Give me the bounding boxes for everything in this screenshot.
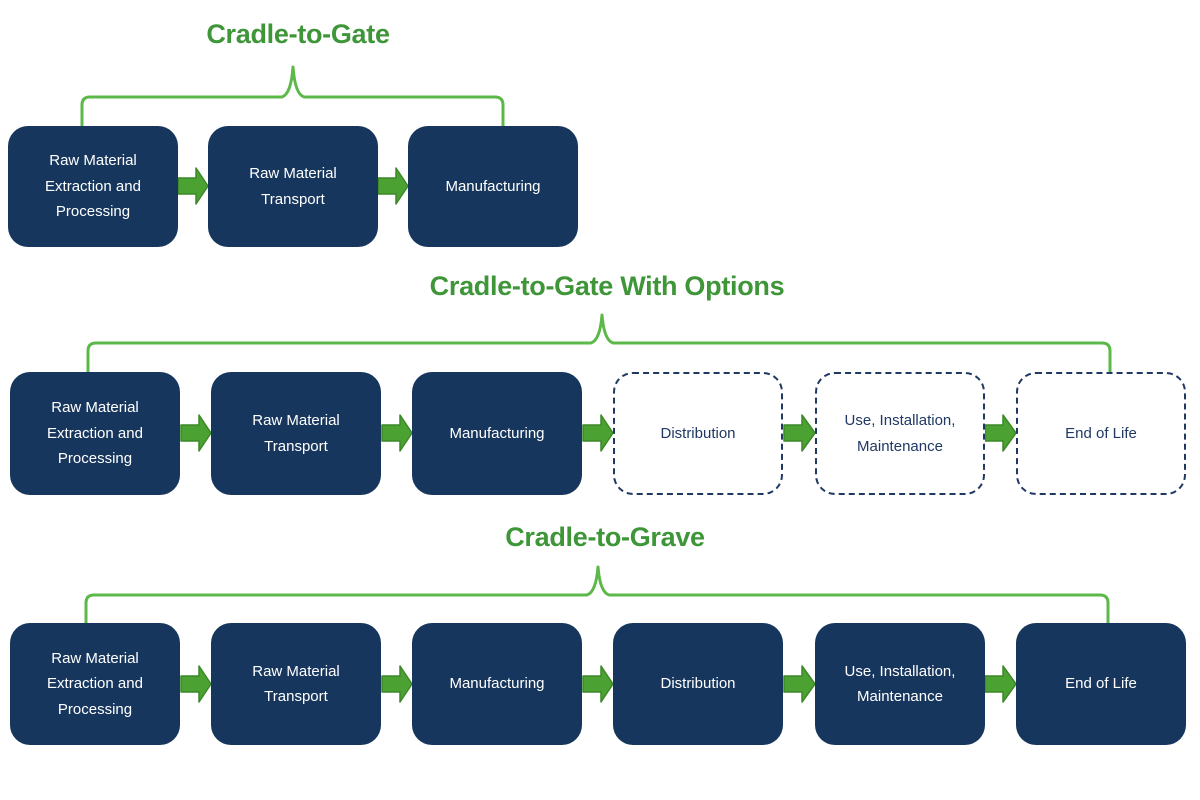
flow-arrow xyxy=(582,665,614,703)
flow-arrow xyxy=(783,414,816,452)
flow-arrow xyxy=(984,665,1017,703)
stage-box-manufacturing: Manufacturing xyxy=(412,623,582,745)
bracket-cradle-to-gate xyxy=(80,65,505,130)
flow-arrow xyxy=(582,414,614,452)
row-title-cradle-to-gate-with-options: Cradle-to-Gate With Options xyxy=(429,271,785,301)
flow-arrow xyxy=(783,665,816,703)
row-title-cradle-to-gate: Cradle-to-Gate xyxy=(206,19,390,49)
stage-box-distribution-optional: Distribution xyxy=(613,372,783,495)
stage-box-manufacturing: Manufacturing xyxy=(408,126,578,247)
flow-arrow xyxy=(381,414,413,452)
stage-box-raw-material-extraction: Raw Material Extraction and Processing xyxy=(10,372,180,495)
stage-box-end-of-life-optional: End of Life xyxy=(1016,372,1186,495)
stage-box-raw-material-transport: Raw Material Transport xyxy=(208,126,378,247)
flow-arrow xyxy=(180,414,212,452)
flow-arrow xyxy=(377,167,409,205)
stage-box-raw-material-transport: Raw Material Transport xyxy=(211,623,381,745)
bracket-cradle-to-gate-with-options xyxy=(86,313,1112,376)
flow-arrow xyxy=(177,167,209,205)
stage-box-manufacturing: Manufacturing xyxy=(412,372,582,495)
stage-box-use-installation-maintenance-optional: Use, Installation, Maintenance xyxy=(815,372,985,495)
stage-box-distribution: Distribution xyxy=(613,623,783,745)
stage-box-raw-material-extraction: Raw Material Extraction and Processing xyxy=(8,126,178,247)
stage-box-raw-material-extraction: Raw Material Extraction and Processing xyxy=(10,623,180,745)
stage-box-end-of-life: End of Life xyxy=(1016,623,1186,745)
flow-arrow xyxy=(180,665,212,703)
bracket-cradle-to-grave xyxy=(84,565,1110,627)
stage-box-use-installation-maintenance: Use, Installation, Maintenance xyxy=(815,623,985,745)
row-title-cradle-to-grave: Cradle-to-Grave xyxy=(505,522,705,552)
flow-arrow xyxy=(381,665,413,703)
flow-arrow xyxy=(984,414,1017,452)
stage-box-raw-material-transport: Raw Material Transport xyxy=(211,372,381,495)
